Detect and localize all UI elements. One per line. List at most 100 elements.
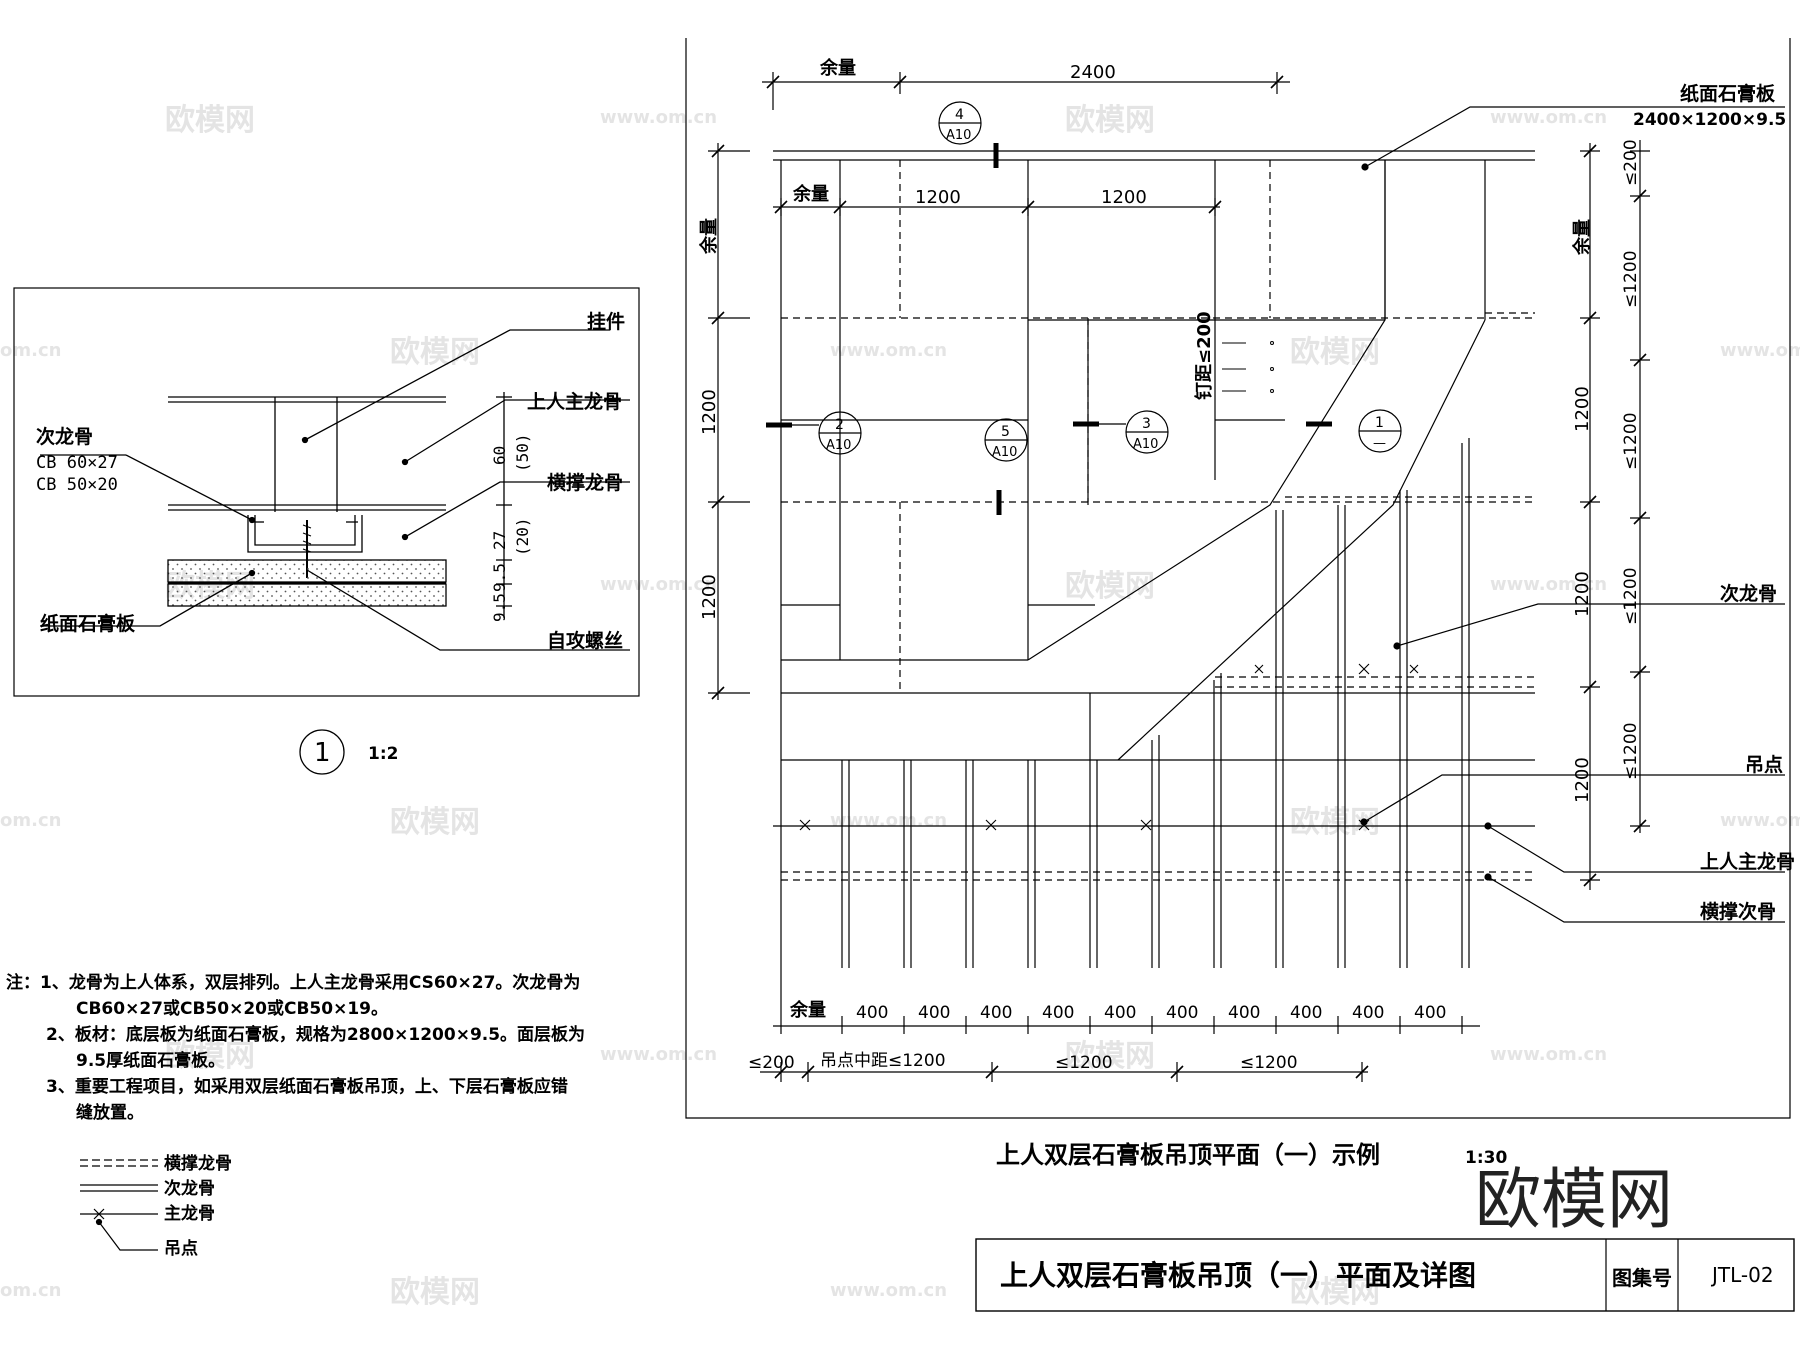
dim-50: (50) xyxy=(513,433,532,472)
label-board-spec: 2400×1200×9.5 xyxy=(1633,110,1786,130)
note-line: 注：1、龙骨为上人体系，双层排列。上人主龙骨采用CS60×27。次龙骨为 xyxy=(6,973,581,993)
callout-5-num: 5 xyxy=(1001,424,1010,440)
dim-27: 27 xyxy=(490,531,509,550)
watermark-url: www.om.cn xyxy=(830,1280,947,1301)
callout-3-num: 3 xyxy=(1142,416,1151,432)
dim-top-margin: 余量 xyxy=(819,57,856,79)
watermark-url: om.cn xyxy=(0,810,61,831)
watermark-brand: 欧模网 xyxy=(1065,103,1155,138)
watermark-url: om.cn xyxy=(0,1280,61,1301)
dim-bottom-400: 400 xyxy=(980,1003,1012,1023)
note-line: 2、板材：底层板为纸面石膏板，规格为2800×1200×9.5。面层板为 xyxy=(46,1025,586,1045)
detail-number: 1 xyxy=(314,738,331,768)
dim-far-le200: ≤200 xyxy=(1621,139,1641,186)
watermark-url: www.om.cn xyxy=(830,810,947,831)
label-secondary-spec-1: CB 60×27 xyxy=(36,453,118,473)
label-hanger: 挂件 xyxy=(587,310,625,333)
label-nail-spacing: 钉距≤200 xyxy=(1193,311,1215,400)
label-main-keel: 上人主龙骨 xyxy=(527,390,622,413)
watermark-brand: 欧模网 xyxy=(390,335,480,370)
watermark-url: www.om.cn xyxy=(1720,340,1800,361)
dim-left-1200b: 1200 xyxy=(699,574,720,620)
watermark-url: www.om.cn xyxy=(1490,574,1607,595)
watermark-logo: 欧模网 xyxy=(1475,1161,1673,1238)
note-line: 9.5厚纸面石膏板。 xyxy=(76,1051,226,1071)
callout-2-ref: A10 xyxy=(826,438,851,453)
dim-bottom-hang-spacing: 吊点中距≤1200 xyxy=(820,1051,946,1071)
dim-bottom-400: 400 xyxy=(918,1003,950,1023)
dim-bottom-400: 400 xyxy=(1352,1003,1384,1023)
dim-far-le1200d: ≤1200 xyxy=(1621,722,1641,780)
label-gypsum-board: 纸面石膏板 xyxy=(40,612,136,635)
dim-20: (20) xyxy=(513,517,532,556)
watermark-url: www.om.cn xyxy=(600,1044,717,1065)
dim-far-le1200c: ≤1200 xyxy=(1621,567,1641,625)
label-secondary-keel: 次龙骨 xyxy=(1720,582,1777,605)
dim-far-le1200a: ≤1200 xyxy=(1621,250,1641,308)
dim-bottom-400: 400 xyxy=(1414,1003,1446,1023)
legend-secondary-keel: 次龙骨 xyxy=(164,1178,215,1199)
dim-row2-margin: 余量 xyxy=(792,183,829,205)
dim-bottom-le1200a: ≤1200 xyxy=(1055,1053,1113,1073)
callout-5-ref: A10 xyxy=(992,445,1017,460)
watermark-brand: 欧模网 xyxy=(165,103,255,138)
detail-scale: 1:2 xyxy=(368,744,398,764)
callout-2-num: 2 xyxy=(835,417,844,433)
detail-frame xyxy=(13,287,640,697)
dim-left-1200a: 1200 xyxy=(699,389,720,435)
watermark-brand: 欧模网 xyxy=(1065,1039,1155,1074)
watermark-url: www.om.cn xyxy=(830,340,947,361)
watermark-brand: 欧模网 xyxy=(1290,335,1380,370)
label-main-keel: 上人主龙骨 xyxy=(1700,850,1795,873)
dim-right-margin: 余量 xyxy=(1571,219,1593,256)
watermark-url: www.om.cn xyxy=(600,574,717,595)
label-screw: 自攻螺丝 xyxy=(547,629,623,652)
plan-drawing xyxy=(685,38,1795,1312)
dim-top-2400: 2400 xyxy=(1070,62,1116,83)
label-board: 纸面石膏板 xyxy=(1680,82,1776,105)
title-block-title: 上人双层石膏板吊顶（一）平面及详图 xyxy=(1000,1259,1476,1292)
watermark-brand: 欧模网 xyxy=(1290,1275,1380,1310)
dim-row2-1200a: 1200 xyxy=(915,187,961,208)
plan-text: 余量 2400 余量 1200 1200 余量 1200 1200 余量 120… xyxy=(698,57,1795,1292)
callout-1-num: 1 xyxy=(1375,415,1384,431)
dim-9-5-a: 9.5 xyxy=(490,563,509,592)
plan-title: 上人双层石膏板吊顶平面（一）示例 xyxy=(996,1141,1380,1169)
note-line: CB60×27或CB50×20或CB50×19。 xyxy=(76,999,388,1019)
legend-hanging-point: 吊点 xyxy=(164,1238,198,1259)
label-secondary-spec-2: CB 50×20 xyxy=(36,475,118,495)
label-secondary-keel: 次龙骨 xyxy=(36,425,93,448)
note-line: 缝放置。 xyxy=(76,1103,144,1123)
label-cross-keel: 横撑次骨 xyxy=(1700,900,1776,923)
dim-bottom-le200: ≤200 xyxy=(748,1053,795,1073)
watermark-brand: 欧模网 xyxy=(390,805,480,840)
label-hanging-point: 吊点 xyxy=(1745,754,1783,776)
dim-left-margin: 余量 xyxy=(698,218,720,255)
notes: 注：1、龙骨为上人体系，双层排列。上人主龙骨采用CS60×27。次龙骨为 CB6… xyxy=(6,970,706,1126)
callout-1-ref: — xyxy=(1373,436,1386,451)
plan-scale: 1:30 xyxy=(1465,1148,1507,1168)
watermark-brand: 欧模网 xyxy=(390,1275,480,1310)
note-line: 3、重要工程项目，如采用双层纸面石膏板吊顶，上、下层石膏板应错 xyxy=(46,1077,568,1097)
dim-bottom-400: 400 xyxy=(856,1003,888,1023)
watermark-url: www.om.cn xyxy=(1490,1044,1607,1065)
legend-cross-keel: 横撑龙骨 xyxy=(164,1153,232,1174)
dim-bottom-400: 400 xyxy=(1290,1003,1322,1023)
title-block-atlas-label: 图集号 xyxy=(1612,1266,1672,1290)
legend-text: 横撑龙骨 次龙骨 主龙骨 吊点 xyxy=(164,1153,232,1259)
watermark-brand: 欧模网 xyxy=(165,1039,255,1074)
watermark-url: www.om.cn xyxy=(600,107,717,128)
dim-60: 60 xyxy=(490,446,509,465)
dim-bottom-400: 400 xyxy=(1166,1003,1198,1023)
dim-bottom-400: 400 xyxy=(1228,1003,1260,1023)
watermark-url: om.cn xyxy=(0,340,61,361)
watermark-url: www.om.cn xyxy=(1490,107,1607,128)
callout-4-ref: A10 xyxy=(946,128,971,143)
watermark-url: www.om.cn xyxy=(1720,810,1800,831)
detail-text: 挂件 上人主龙骨 横撑龙骨 次龙骨 CB 60×27 CB 50×20 纸面石膏… xyxy=(36,310,625,768)
dim-right-1200a: 1200 xyxy=(1572,386,1593,432)
section-detail xyxy=(13,287,640,775)
callout-4-num: 4 xyxy=(955,107,964,123)
legend xyxy=(80,1159,158,1251)
